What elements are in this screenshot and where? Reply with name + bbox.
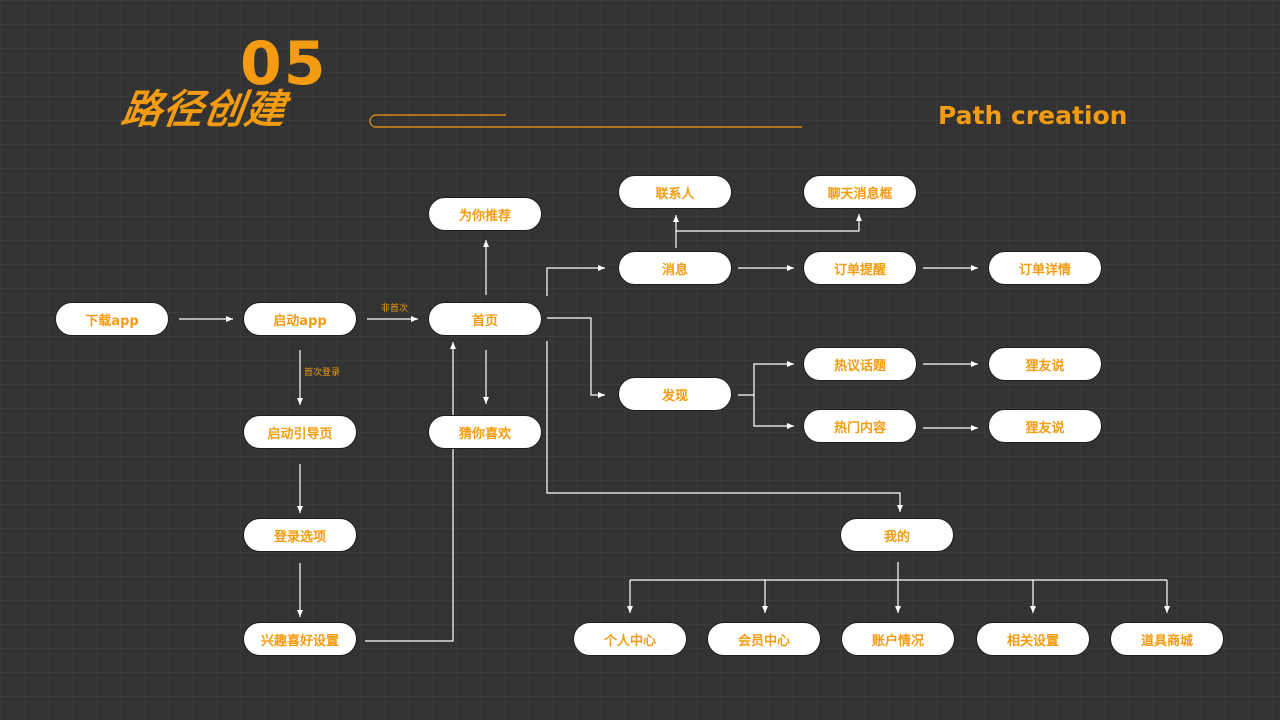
node-download-app[interactable]: 下载app: [55, 302, 169, 336]
edge-label-not-first-time: 非首次: [381, 304, 409, 314]
node-lizhi-says[interactable]: 狸友说: [988, 409, 1102, 443]
node-related-settings[interactable]: 相关设置: [976, 622, 1090, 656]
decorative-line: [369, 114, 802, 128]
node-order-reminder[interactable]: 订单提醒: [803, 251, 917, 285]
node-home[interactable]: 首页: [428, 302, 542, 336]
header: 05 路径创建 Path creation: [0, 0, 1280, 150]
edge-messages-to-chat: [676, 214, 862, 232]
edge-label-first-login: 首次登录: [304, 368, 341, 378]
node-mine[interactable]: 我的: [840, 518, 954, 552]
node-hot-topics[interactable]: 热议话题: [803, 347, 917, 381]
edge-discover-to-topics: [738, 361, 794, 396]
section-number: 05: [240, 29, 328, 99]
edge-home-to-discover: [547, 317, 605, 398]
node-order-details[interactable]: 订单详情: [988, 251, 1102, 285]
node-hot-content[interactable]: 热门内容: [803, 409, 917, 443]
node-member-center[interactable]: 会员中心: [707, 622, 821, 656]
edge-interest-to-home: [365, 342, 456, 642]
node-messages[interactable]: 消息: [618, 251, 732, 285]
edge-home-to-mine: [546, 341, 903, 512]
edge-discover-to-content: [753, 395, 794, 429]
node-contacts[interactable]: 联系人: [618, 175, 732, 209]
node-discover[interactable]: 发现: [618, 377, 732, 411]
node-login-options[interactable]: 登录选项: [243, 518, 357, 552]
node-guess-you-like[interactable]: 猜你喜欢: [428, 415, 542, 449]
node-lizhi-says[interactable]: 狸友说: [988, 347, 1102, 381]
node-recommend-for-you[interactable]: 为你推荐: [428, 197, 542, 231]
node-personal-center[interactable]: 个人中心: [573, 622, 687, 656]
edge-home-to-messages: [546, 265, 605, 296]
page-subtitle: Path creation: [938, 101, 1128, 130]
node-account-status[interactable]: 账户情况: [841, 622, 955, 656]
node-item-mall[interactable]: 道具商城: [1110, 622, 1224, 656]
node-chat-box[interactable]: 聊天消息框: [803, 175, 917, 209]
node-launch-guide[interactable]: 启动引导页: [243, 415, 357, 449]
node-interest-settings[interactable]: 兴趣喜好设置: [243, 622, 357, 656]
node-launch-app[interactable]: 启动app: [243, 302, 357, 336]
